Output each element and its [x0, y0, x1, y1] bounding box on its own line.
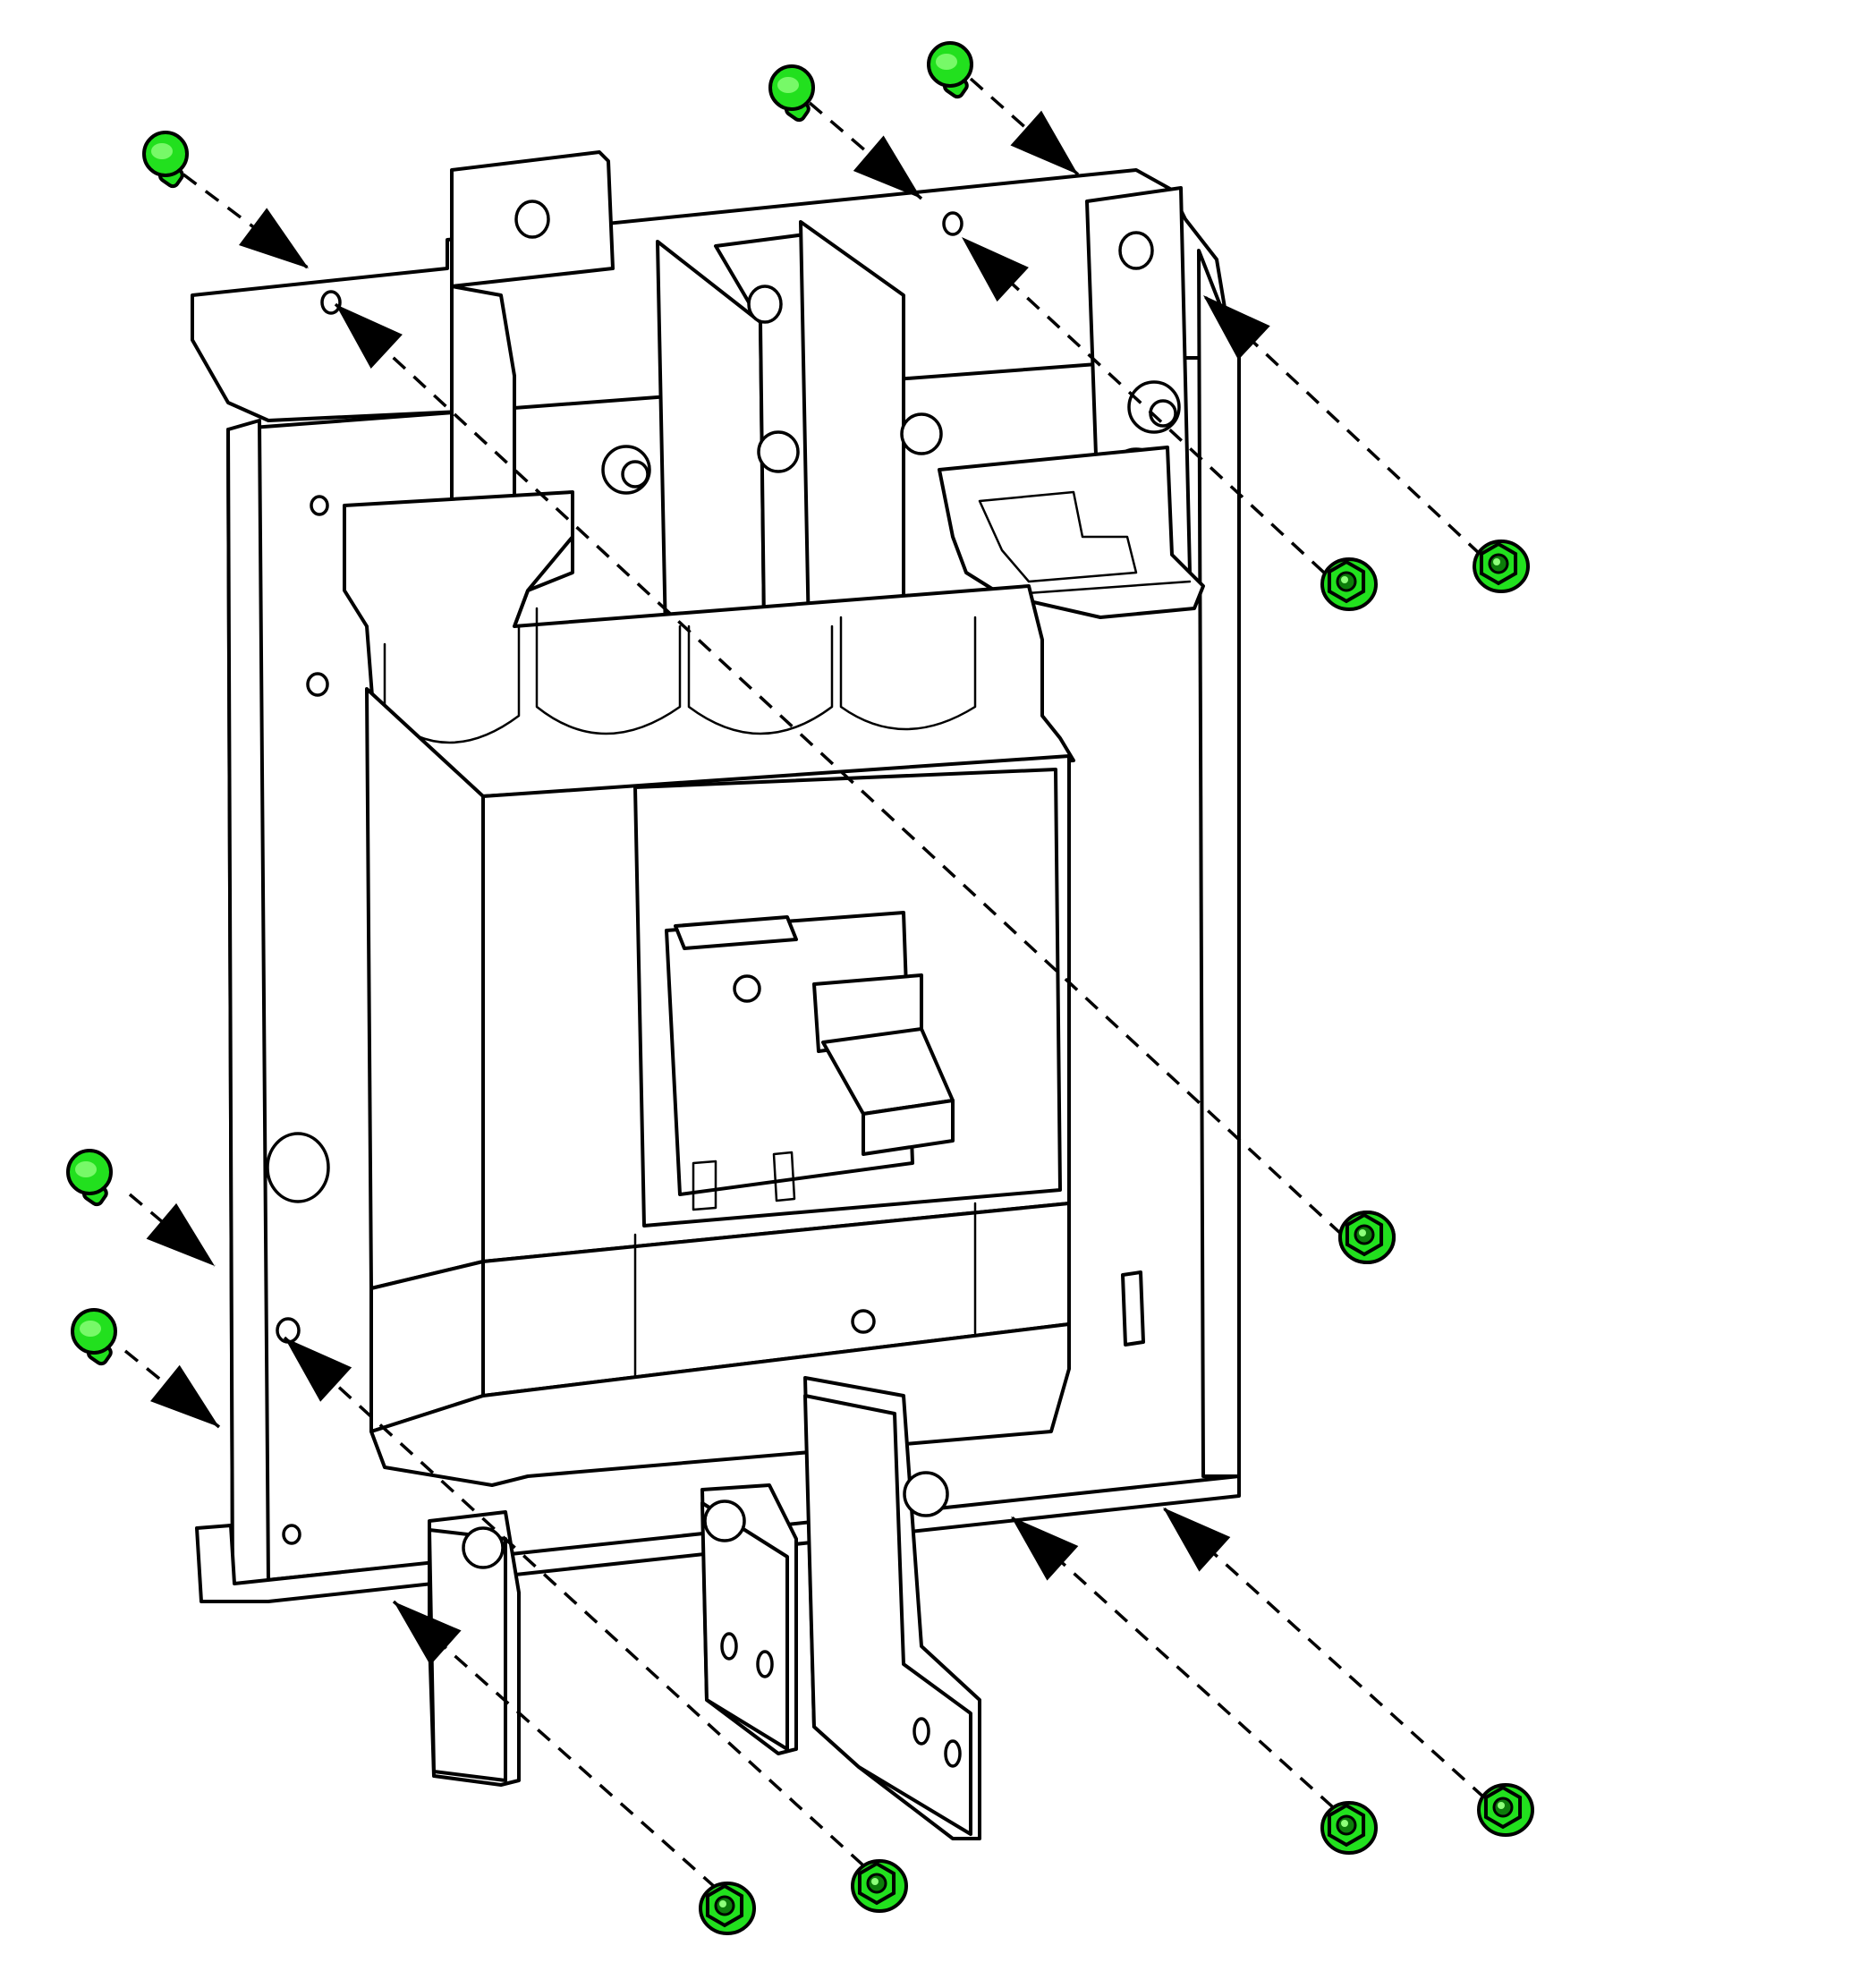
leader-nut-upper-right-2 [1201, 293, 1482, 556]
screw-mid-left [66, 1149, 113, 1207]
leader-nut-centre-right [334, 302, 1344, 1236]
circuit-breaker [343, 490, 1075, 1433]
upper-terminal-1-hole [747, 285, 783, 324]
breaker-indicator-hole [851, 1309, 876, 1334]
screw-top-right [927, 41, 973, 99]
nut-bottom-right-2 [1477, 1783, 1534, 1837]
leader-nut-centre-right-arrowhead [335, 304, 403, 370]
fasteners [66, 41, 1534, 1935]
leader-screw-bottom-left [123, 1349, 221, 1429]
nut-upper-right-1 [1320, 557, 1378, 611]
breaker-operator-top [674, 915, 798, 950]
auxiliary-switch [938, 446, 1205, 619]
leader-nut-upper-right-1-arrowhead [962, 237, 1029, 302]
leader-nut-bottom-left-1-arrowhead [394, 1601, 462, 1666]
leader-lines [123, 77, 1487, 1890]
breaker-front-divider [633, 786, 646, 1228]
breaker-top-shield [343, 490, 1075, 798]
breaker-body-side [365, 687, 485, 1290]
nut-bottom-left-2 [851, 1859, 908, 1913]
leader-screw-top-left [182, 173, 310, 270]
upper-right-busbar-hole [1118, 231, 1154, 270]
screw-top-centre [768, 64, 815, 123]
lower-centre-lug-hole-2 [756, 1650, 774, 1678]
plate-hole-bottom-left [276, 1317, 301, 1344]
leader-screw-bottom-left-arrowhead [150, 1364, 219, 1427]
stud-2 [757, 430, 800, 473]
leader-nut-bottom-right-1-arrowhead [1011, 1516, 1079, 1581]
leader-nut-upper-right-1 [960, 235, 1326, 574]
stud-1 [601, 445, 651, 495]
plate-left-edge [226, 419, 270, 1585]
screw-bottom-left [71, 1308, 117, 1366]
aux-switch-body [938, 446, 1205, 619]
plate-right-edge [1197, 249, 1241, 1478]
leader-screw-mid-left [128, 1193, 216, 1268]
lower-stud-1 [462, 1526, 505, 1569]
lower-left-lug-face [428, 1528, 507, 1782]
plate-hole-small-1 [310, 495, 329, 516]
leader-screw-top-left-arrowhead [239, 208, 309, 268]
lower-right-busbar-hole-1 [913, 1717, 930, 1746]
nut-bottom-right-1 [1320, 1801, 1378, 1855]
nut-bottom-left-1 [699, 1882, 756, 1935]
plate-hole-top-right [942, 211, 963, 236]
lower-terminals [369, 1322, 1071, 1840]
plate-latch [1121, 1270, 1145, 1347]
aux-switch-lever [1000, 580, 1192, 597]
breaker-handle-screw [733, 974, 761, 1003]
nut-extra-right [1338, 1211, 1396, 1264]
leader-nut-upper-right-2-arrowhead [1203, 295, 1270, 361]
leader-nut-bottom-left-1 [392, 1600, 717, 1890]
plate-large-knockout [266, 1132, 330, 1203]
leader-screw-top-centre [808, 101, 923, 200]
plate-hole-small-3 [282, 1524, 301, 1545]
breaker-operator-clip-left [692, 1160, 717, 1211]
leader-nut-bottom-right-2 [1161, 1506, 1487, 1800]
leader-screw-top-right-arrowhead [1010, 110, 1078, 174]
plate-hole-top-left [320, 290, 342, 315]
breaker-bottom-shield [369, 1322, 1071, 1487]
leader-screw-top-right [969, 77, 1080, 176]
lower-centre-lug-face [700, 1501, 789, 1751]
stud-4 [1127, 380, 1181, 434]
leader-screw-mid-left-arrowhead [146, 1202, 215, 1266]
lower-right-busbar-hole-2 [944, 1739, 962, 1768]
nut-upper-right-2 [1473, 539, 1530, 593]
leader-screw-top-centre-arrowhead [853, 135, 921, 199]
aux-switch-detail [978, 490, 1138, 583]
top-tab-hole [514, 200, 550, 239]
cradle-4 [839, 616, 977, 731]
cradle-2 [535, 607, 682, 735]
screw-top-left [142, 131, 189, 189]
breaker-handle-toggle-front [862, 1099, 955, 1156]
breaker-operator-clip-right [772, 1151, 796, 1202]
plate-hole-small-2 [306, 672, 329, 697]
stud-3 [900, 412, 943, 455]
lower-centre-lug-hole-1 [720, 1632, 738, 1661]
leader-nut-bottom-right-1 [1009, 1515, 1335, 1809]
leader-nut-bottom-right-2-arrowhead [1163, 1508, 1231, 1572]
cradle-3 [687, 624, 834, 735]
lower-stud-2 [703, 1499, 746, 1542]
leader-nut-bottom-left-2-arrowhead [284, 1338, 352, 1402]
leader-nut-bottom-left-2 [283, 1336, 865, 1867]
lower-stud-3 [903, 1471, 949, 1517]
lower-right-busbar-face [803, 1394, 972, 1836]
